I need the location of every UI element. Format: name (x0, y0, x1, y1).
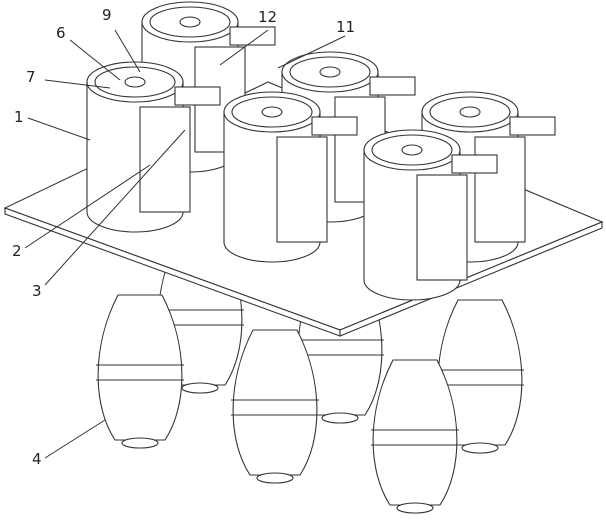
label-7: 7 (26, 68, 36, 86)
label-11: 11 (336, 18, 356, 36)
bracket (474, 136, 526, 243)
label-3: 3 (32, 282, 42, 300)
bracket (416, 174, 468, 281)
bottle-base (121, 437, 159, 449)
label-9: 9 (102, 6, 112, 24)
mounting-plate-side (339, 221, 603, 337)
cylinder-hub (319, 66, 341, 78)
linkage-arm (229, 26, 276, 46)
bracket (139, 106, 191, 213)
bottle (97, 294, 183, 441)
bottle (437, 299, 523, 446)
linkage-arm (369, 76, 416, 96)
linkage-arm (509, 116, 556, 136)
bottle-base (396, 502, 434, 514)
cylinder-hub (459, 106, 481, 118)
bottle (372, 359, 458, 506)
cylinder-hub (179, 16, 201, 28)
linkage-arm (451, 154, 498, 174)
bottle-base (461, 442, 499, 454)
bottle-base (321, 412, 359, 424)
cylinder-hub (261, 106, 283, 118)
cylinder-hub (124, 76, 146, 88)
bottle-base (181, 382, 219, 394)
units (86, 1, 556, 301)
label-4: 4 (32, 450, 42, 468)
bracket (276, 136, 328, 243)
label-6: 6 (56, 24, 66, 42)
linkage-arm (311, 116, 358, 136)
bottle-base (256, 472, 294, 484)
label-12: 12 (258, 8, 278, 26)
linkage-arm (174, 86, 221, 106)
cylinder-hub (401, 144, 423, 156)
label-2: 2 (12, 242, 22, 260)
label-1: 1 (14, 108, 24, 126)
leader-lines (24, 29, 346, 459)
bottle (232, 329, 318, 476)
